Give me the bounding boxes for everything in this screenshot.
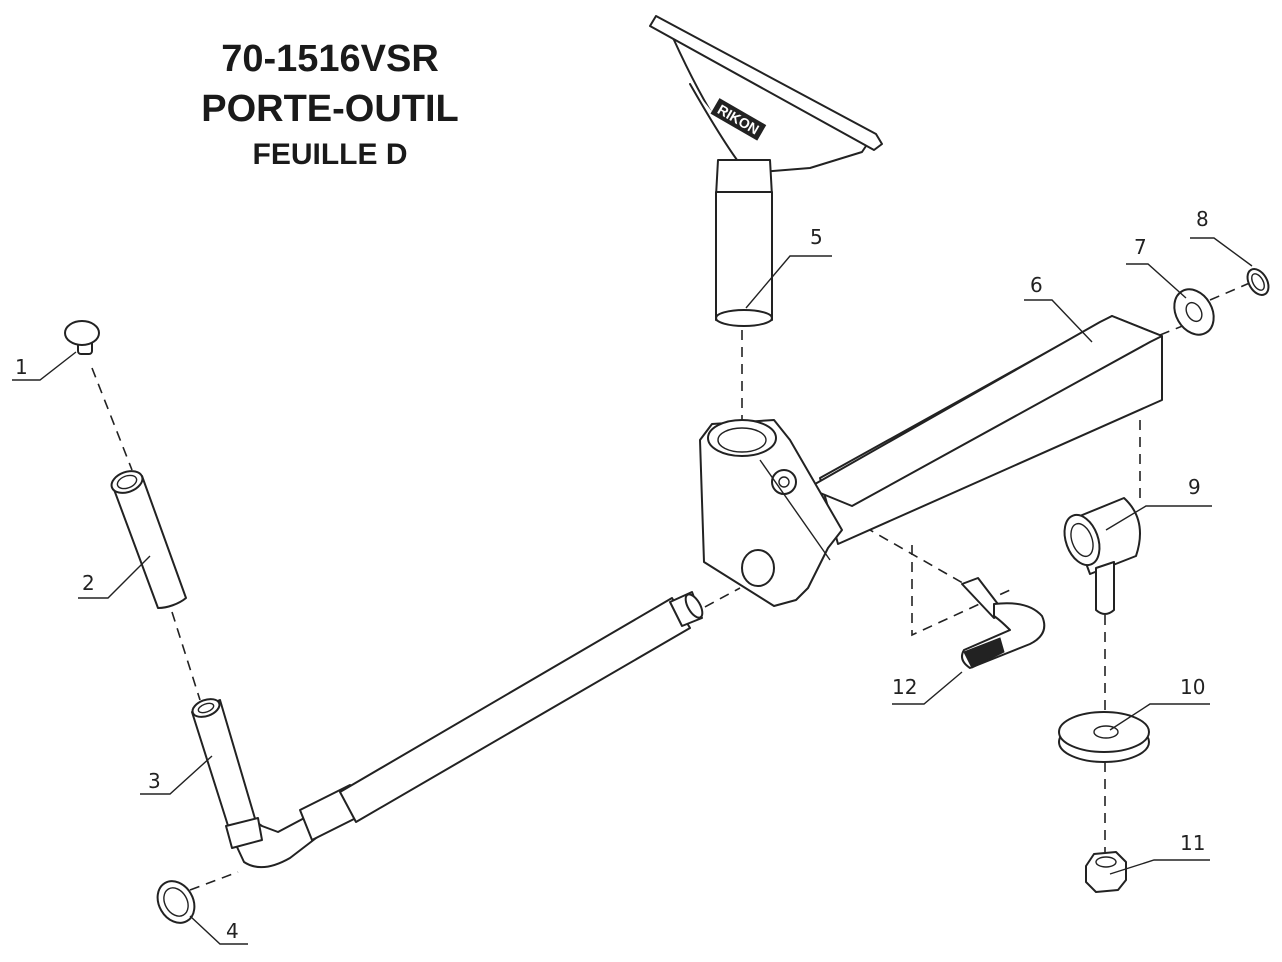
callout-6: 6 <box>1030 273 1043 297</box>
callout-7: 7 <box>1134 235 1147 259</box>
part-7-washer <box>1173 288 1215 336</box>
part-2-sleeve <box>110 470 187 610</box>
callout-9: 9 <box>1188 475 1201 499</box>
callout-3: 3 <box>148 769 161 793</box>
diagram-title-name: PORTE-OUTIL <box>201 88 459 130</box>
callout-8: 8 <box>1196 207 1209 231</box>
part-10-locking-disc <box>1058 711 1150 763</box>
part-9-eccentric-clamp <box>1063 497 1141 615</box>
callout-5: 5 <box>810 225 823 249</box>
part-3-post-rod <box>191 591 704 869</box>
callout-4: 4 <box>226 919 239 943</box>
part-6-banjo-body <box>699 315 1163 607</box>
part-4-circlip <box>156 880 196 924</box>
diagram-title-sheet: FEUILLE D <box>252 138 408 171</box>
callout-10: 10 <box>1180 675 1205 699</box>
part-8-circlip <box>1246 268 1270 296</box>
callout-leaders <box>12 237 1253 945</box>
part-11-hex-nut <box>1085 851 1127 893</box>
part-12-locking-lever <box>961 577 1046 669</box>
diagram-title-model: 70-1516VSR <box>221 38 439 80</box>
callout-2: 2 <box>82 571 95 595</box>
part-5-tool-rest: RIKON <box>649 15 883 327</box>
callout-11: 11 <box>1180 831 1205 855</box>
part-1-cap <box>64 320 100 355</box>
callout-1: 1 <box>15 355 28 379</box>
callout-12: 12 <box>892 675 917 699</box>
callout-numbers: 1 2 3 4 5 6 7 8 9 10 11 12 <box>15 207 1209 943</box>
